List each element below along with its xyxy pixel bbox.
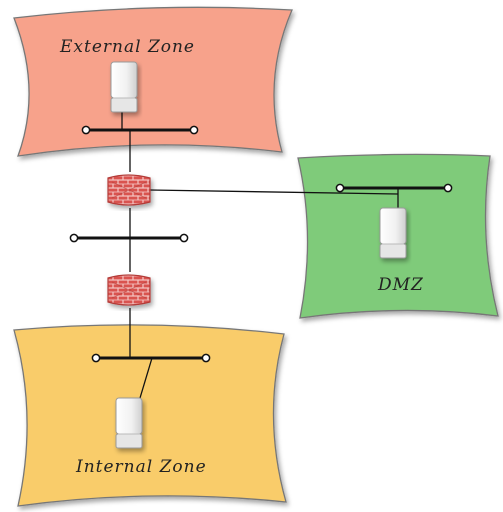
lower-firewall-icon bbox=[107, 274, 151, 306]
external-zone-label: External Zone bbox=[59, 37, 195, 57]
upper-firewall-icon bbox=[107, 174, 151, 206]
middle-network-bus bbox=[69, 233, 189, 243]
external-network-bus bbox=[81, 125, 199, 135]
internal-server-icon bbox=[115, 397, 143, 449]
connection-lines bbox=[121, 112, 399, 399]
dmz-server-icon bbox=[379, 207, 407, 259]
dmz-network-bus bbox=[335, 183, 453, 193]
dmz-zone-label: DMZ bbox=[377, 275, 424, 295]
internal-network-bus bbox=[91, 353, 211, 363]
internal-zone-label: Internal Zone bbox=[75, 457, 207, 477]
external-zone bbox=[13, 6, 293, 157]
internal-zone bbox=[13, 324, 287, 507]
external-server-icon bbox=[110, 61, 138, 113]
